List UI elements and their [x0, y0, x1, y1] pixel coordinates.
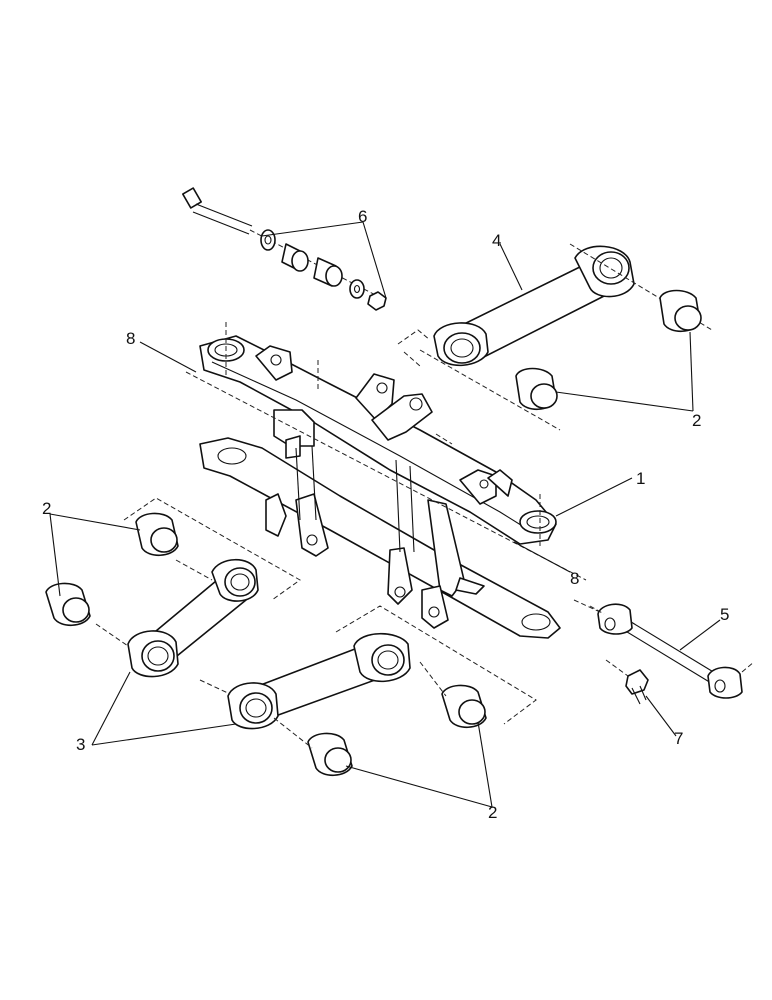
callout-4: 4: [492, 231, 501, 250]
callout-5: 5: [720, 605, 729, 624]
callout-2-lower: 2: [488, 803, 497, 822]
callout-8-upper: 8: [126, 329, 135, 348]
bushing: [515, 367, 558, 411]
callout-8-lower: 8: [570, 569, 579, 588]
callout-2-upper: 2: [692, 411, 701, 430]
callout-7: 7: [674, 729, 683, 748]
main-frame: [185, 322, 601, 639]
callout-1: 1: [636, 469, 645, 488]
upper-link-arm: [419, 243, 713, 431]
bolt: [605, 659, 649, 705]
bushing: [307, 732, 353, 777]
lower-link-arm: [127, 558, 259, 678]
projection-lines: [95, 329, 537, 749]
callout-2-left: 2: [42, 499, 51, 518]
bushing: [45, 582, 91, 627]
leader-lines: [49, 221, 721, 808]
bushing: [659, 289, 702, 333]
bolt-assembly: [182, 187, 387, 311]
bushing: [135, 512, 179, 557]
lower-link-arm: [227, 633, 411, 730]
callout-3: 3: [76, 735, 85, 754]
bushing: [441, 684, 487, 729]
tie-rod: [589, 603, 755, 699]
callouts: 1 2 2 2 3 4 5 6 7 8 8: [42, 207, 729, 822]
callout-6: 6: [358, 207, 367, 226]
